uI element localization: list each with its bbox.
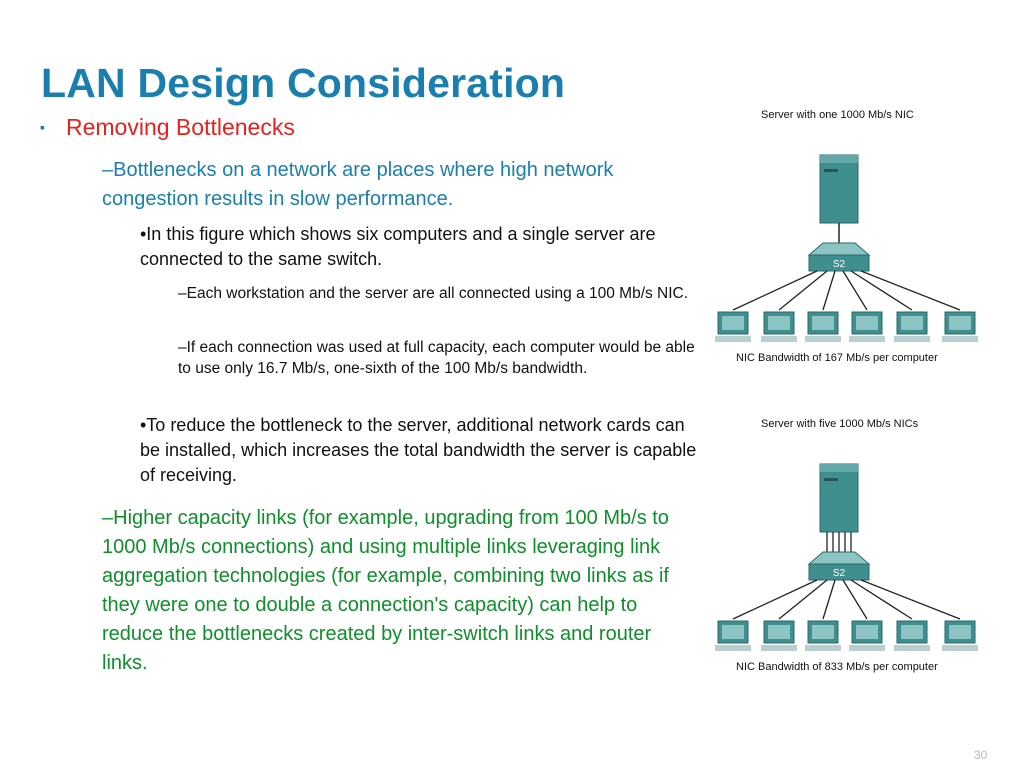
switch-icon: S2 (807, 242, 871, 272)
computer-icon (894, 620, 930, 651)
computer-icon (894, 311, 930, 342)
figure-top-bandwidth: NIC Bandwidth of 167 Mb/s per computer (736, 352, 938, 364)
computer-icons (715, 311, 978, 342)
network-diagram-five-nics: S2 (715, 463, 978, 651)
heading-removing-bottlenecks: ▪ Removing Bottlenecks (40, 114, 295, 141)
computer-icon (715, 311, 751, 342)
server-icon (819, 154, 859, 224)
heading-text: Removing Bottlenecks (66, 114, 295, 140)
page-number: 30 (974, 748, 988, 762)
subpoint-figure-description: •In this figure which shows six computer… (140, 224, 656, 269)
computer-icon (942, 311, 978, 342)
aggregated-links (826, 532, 852, 554)
figure-single-nic: Server with one 1000 Mb/s NIC S2 (705, 105, 1005, 370)
figure-bottom-caption: Server with five 1000 Mb/s NICs (761, 418, 919, 430)
slide-title: LAN Design Consideration (41, 60, 566, 106)
computer-icon (761, 311, 797, 342)
figure-bottom-bandwidth: NIC Bandwidth of 833 Mb/s per computer (736, 661, 938, 673)
figure-top-caption: Server with one 1000 Mb/s NIC (761, 109, 914, 121)
computer-icon (942, 620, 978, 651)
server-icon (819, 463, 859, 533)
switch-links (732, 270, 961, 311)
subpoint-additional-nics: •To reduce the bottleneck to the server,… (140, 415, 697, 485)
detail-nic-100: –Each workstation and the server are all… (178, 285, 689, 302)
point-bottlenecks-definition: –Bottlenecks on a network are places whe… (102, 159, 614, 210)
switch-icon: S2 (807, 551, 871, 581)
switch-links (732, 579, 961, 620)
computer-icon (849, 620, 885, 651)
detail-full-capacity: –If each connection was used at full cap… (178, 339, 695, 377)
square-bullet-icon: ▪ (40, 119, 45, 135)
computer-icon (849, 311, 885, 342)
network-diagram-single-nic: S2 (715, 154, 978, 342)
switch-label: S2 (833, 568, 846, 579)
computer-icons (715, 620, 978, 651)
computer-icon (805, 620, 841, 651)
computer-icon (715, 620, 751, 651)
computer-icon (761, 620, 797, 651)
switch-label: S2 (833, 259, 846, 270)
computer-icon (805, 311, 841, 342)
point-higher-capacity-links: –Higher capacity links (for example, upg… (102, 507, 669, 674)
figure-five-nics: Server with five 1000 Mb/s NICs S2 (705, 414, 1005, 679)
